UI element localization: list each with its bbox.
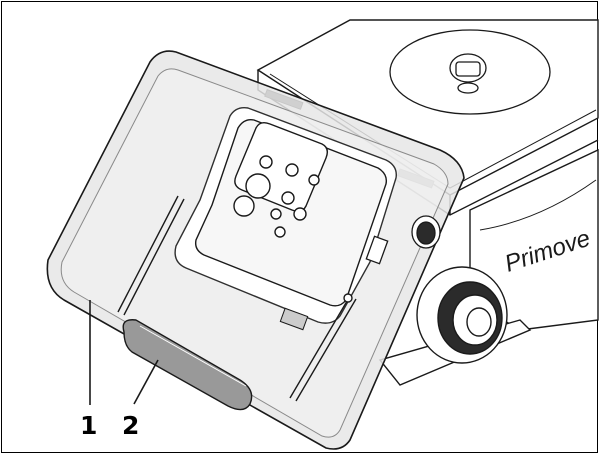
leader-line-2 — [133, 359, 159, 405]
callout-number-1: 1 — [80, 411, 98, 440]
callout-number-2: 2 — [122, 411, 140, 440]
specimen-disc — [389, 29, 551, 115]
objective-plate — [174, 106, 397, 324]
base-label — [279, 307, 309, 331]
focus-knob — [416, 266, 508, 364]
shield-handle — [122, 319, 253, 411]
callout-leaders — [89, 300, 159, 405]
side-connector — [365, 215, 441, 265]
shield-bracket — [117, 195, 357, 402]
